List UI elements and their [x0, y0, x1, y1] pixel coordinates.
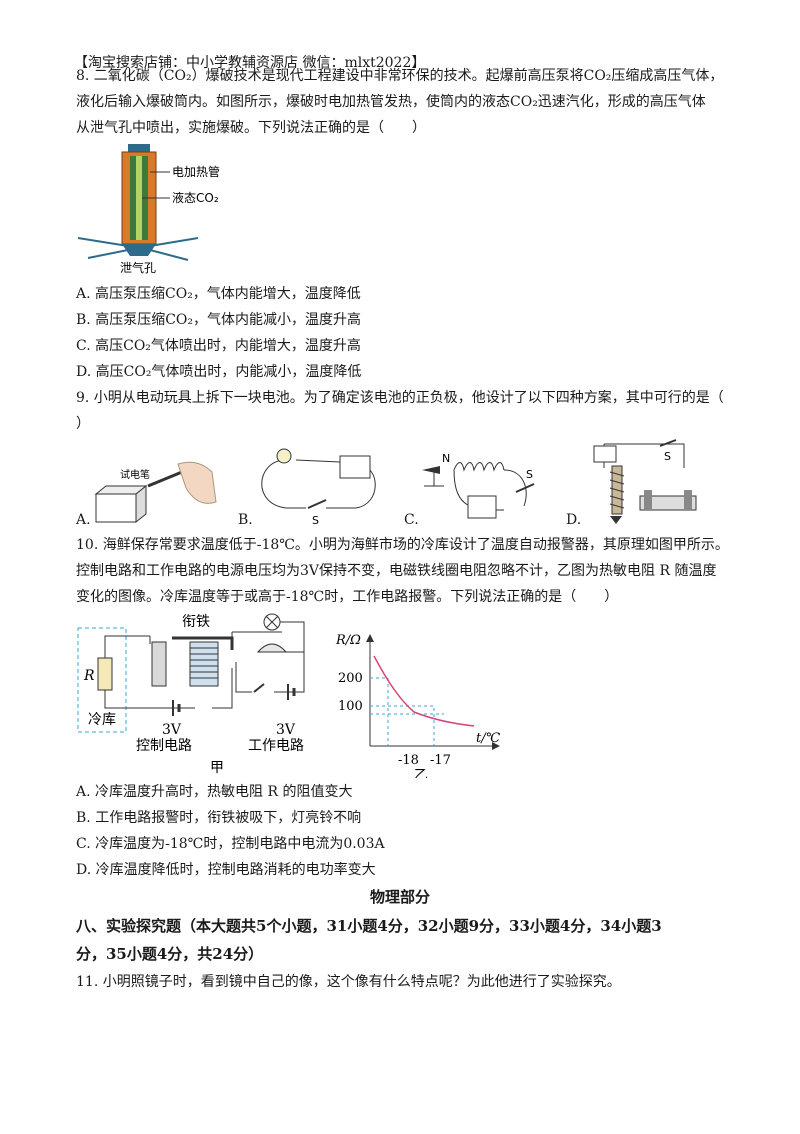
q10-option-c: C. 冷库温度为-18℃时，控制电路中电流为0.03A: [76, 836, 385, 852]
label-v2: 3V: [276, 722, 296, 738]
q9-option-d: D.: [566, 512, 582, 528]
graph-tick-100: 100: [338, 699, 363, 714]
q9-option-c: C.: [404, 512, 419, 528]
label-armature: 衔铁: [182, 614, 210, 630]
caption-yi: 乙: [414, 768, 428, 778]
q8-option-c: C. 高压CO₂气体喷出时，内能增大，温度升高: [76, 338, 361, 354]
q10-option-b: B. 工作电路报警时，衔铁被吸下，灯亮铃不响: [76, 810, 362, 826]
q9-option-b: B.: [238, 512, 253, 528]
q8-option-d: D. 高压CO₂气体喷出时，内能减小，温度降低: [76, 364, 362, 380]
q9-figure-a: 试电笔: [94, 461, 217, 524]
label-north: N: [442, 452, 450, 465]
q11-stem: 11. 小明照镜子时，看到镜中自己的像，这个像有什么特点呢？为此他进行了实验探究…: [76, 974, 621, 990]
page-header: 【淘宝搜索店铺：中小学教辅资源店 微信：mlxt2022】: [74, 55, 426, 71]
section-heading-1: 八、实验探究题（本大题共5个小题，31小题4分，32小题9分，33小题4分，34…: [76, 917, 662, 935]
co2-blaster-figure: 电加热管 液态CO₂ 泄气孔: [77, 144, 220, 275]
label-switch-d: S: [664, 450, 671, 463]
graph-curve: [373, 655, 475, 727]
q9-figure-c: N S: [422, 452, 535, 519]
graph-tick-minus18: -18: [398, 753, 419, 768]
q8-option-a: A. 高压泵压缩CO₂，气体内能增大，温度降低: [76, 286, 361, 302]
q10-option-a: A. 冷库温度升高时，热敏电阻 R 的阻值变大: [76, 784, 353, 800]
graph-tick-minus17: -17: [430, 753, 451, 768]
bulb-icon: [276, 448, 292, 464]
q10-option-d: D. 冷库温度降低时，控制电路消耗的电功率变大: [76, 862, 376, 878]
label-coldroom: 冷库: [88, 712, 116, 728]
label-vent: 泄气孔: [120, 260, 156, 275]
label-switch-b: S: [312, 514, 319, 527]
graph-ylabel: R/Ω: [335, 633, 361, 648]
section-heading-2: 分，35小题4分，共24分）: [76, 945, 264, 963]
label-switch-c: S: [526, 468, 533, 481]
label-control-circuit: 控制电路: [136, 738, 192, 754]
label-v1: 3V: [162, 722, 182, 738]
q9-figure-b: S: [261, 448, 376, 527]
q8-stem-1: 8. 二氧化碳（CO₂）爆破技术是现代工程建设中非常环保的技术。起爆前高压泵将C…: [76, 68, 724, 84]
section-title: 物理部分: [369, 888, 430, 906]
graph-tick-200: 200: [338, 671, 363, 686]
q8-stem-2: 液化后输入爆破筒内。如图所示，爆破时电加热管发热，使筒内的液态CO₂迅速汽化，形…: [76, 94, 706, 110]
resistance-temperature-graph: R/Ω t/℃ 200 100 -18 -17 乙: [335, 633, 501, 778]
q10-stem-2: 控制电路和工作电路的电源电压均为3V保持不变，电磁铁线圈电阻忽略不计，乙图为热敏…: [76, 563, 717, 579]
q8-stem-3: 从泄气孔中喷出，实施爆破。下列说法正确的是（ ）: [76, 120, 426, 136]
q9-figure-d: S: [593, 439, 697, 524]
label-tester: 试电笔: [120, 468, 150, 481]
q9-stem-1: 9. 小明从电动玩具上拆下一块电池。为了确定该电池的正负极，他设计了以下四种方案…: [76, 390, 724, 406]
q8-option-b: B. 高压泵压缩CO₂，气体内能减小，温度升高: [76, 312, 361, 328]
label-liquid-co2: 液态CO₂: [172, 190, 219, 205]
q9-stem-2: ）: [76, 416, 90, 432]
q10-stem-3: 变化的图像。冷库温度等于或高于-18℃时，工作电路报警。下列说法正确的是（ ）: [76, 589, 619, 605]
label-work-circuit: 工作电路: [248, 738, 304, 754]
q9-option-a: A.: [76, 512, 91, 528]
caption-jia: 甲: [210, 760, 224, 776]
graph-xlabel: t/℃: [476, 731, 501, 746]
label-heater: 电加热管: [172, 164, 220, 179]
q10-stem-1: 10. 海鲜保存常要求温度低于-18℃。小明为海鲜市场的冷库设计了温度自动报警器…: [76, 537, 729, 553]
label-resistor-r: R: [83, 668, 95, 684]
alarm-circuit-diagram: R 冷库 衔铁 3V 3V 控制电路 工作电路 甲: [77, 613, 305, 776]
